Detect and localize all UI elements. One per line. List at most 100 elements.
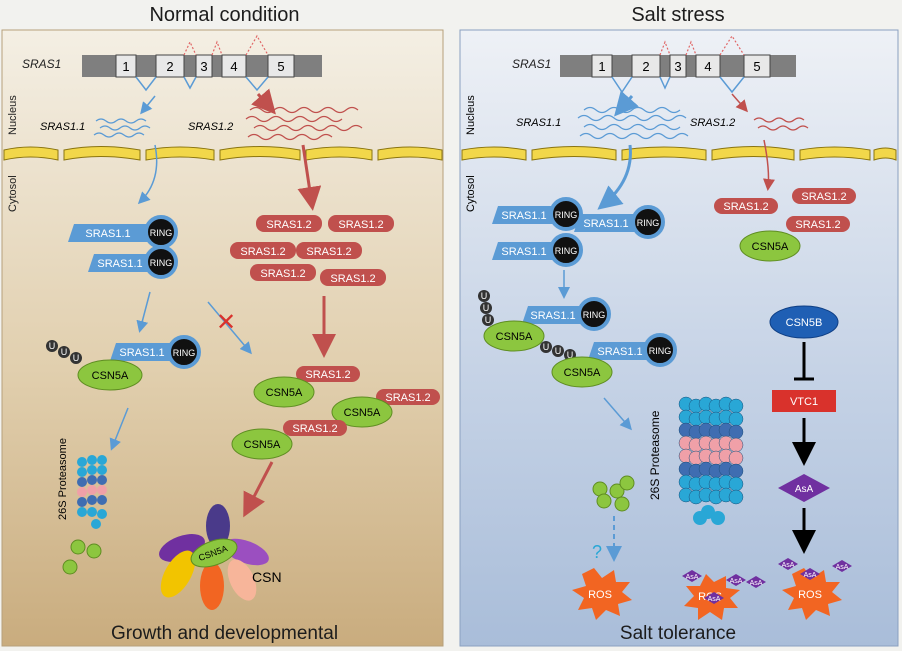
svg-text:CSN5B: CSN5B (786, 317, 823, 329)
svg-text:SRAS1.1: SRAS1.1 (85, 228, 130, 240)
transcript-b-waves (245, 106, 363, 141)
normal-diagram: SRAS1 1 2 3 4 5 Nucleus Cytosol SRAS1.1 … (1, 29, 444, 647)
csn5b-protein: CSN5B (769, 305, 839, 339)
svg-text:AsA: AsA (730, 578, 743, 585)
svg-text:AsA: AsA (782, 562, 795, 569)
svg-text:U: U (567, 350, 574, 360)
normal-condition-panel: SRAS1 1 2 3 4 5 Nucleus Cytosol SRAS1.1 … (0, 0, 449, 651)
blocked-mark: ✕ (216, 309, 236, 336)
exon-2: 2 (642, 59, 649, 74)
svg-text:RING: RING (637, 218, 660, 228)
svg-text:SRAS1.1: SRAS1.1 (501, 210, 546, 222)
exon-5: 5 (277, 59, 284, 74)
proteasome (77, 455, 107, 529)
question-mark: ? (592, 542, 602, 562)
cytosol-label: Cytosol (465, 175, 477, 212)
csn5a-sras1-1-complex: SRAS1.1 RING CSN5A (483, 297, 611, 352)
proteasome-subunit (693, 511, 707, 525)
svg-text:SRAS1.2: SRAS1.2 (338, 219, 383, 231)
cytosol-label: Cytosol (7, 175, 19, 212)
sras1-1-ring-protein: SRAS1.1 RING (88, 245, 178, 279)
svg-text:AsA: AsA (836, 564, 849, 571)
exon-3: 3 (674, 59, 681, 74)
panel-title-normal: Normal condition (149, 4, 300, 26)
svg-text:SRAS1.2: SRAS1.2 (330, 273, 375, 285)
svg-text:AsA: AsA (686, 574, 699, 581)
proteasome-label: 26S Proteasome (57, 438, 69, 520)
ros-burst: ROS (572, 568, 632, 620)
asa-molecule: AsA (778, 474, 830, 502)
peptide-fragments (62, 539, 102, 575)
ubiquitin-chain: U U U (46, 340, 82, 364)
exon-1: 1 (598, 59, 605, 74)
exon-2: 2 (166, 59, 173, 74)
transcript-a-waves (93, 118, 151, 138)
transcript-b-waves (753, 117, 809, 131)
proteasome-subunit (728, 398, 744, 414)
sras1-1-ring-protein: SRAS1.1 RING (492, 233, 583, 267)
svg-text:VTC1: VTC1 (790, 396, 818, 408)
svg-text:AsA: AsA (750, 580, 763, 587)
csn5a-free (739, 230, 801, 262)
svg-text:RING: RING (649, 346, 672, 356)
svg-text:U: U (481, 291, 488, 301)
svg-text:U: U (49, 341, 56, 351)
svg-text:RING: RING (583, 310, 606, 320)
nucleus-label: Nucleus (7, 95, 19, 135)
sras1-1-ring-protein: SRAS1.1 RING (574, 205, 665, 239)
peptide-fragments (592, 475, 635, 512)
svg-text:SRAS1.1: SRAS1.1 (97, 258, 142, 270)
gene-label: SRAS1 (22, 57, 61, 71)
svg-text:SRAS1.1: SRAS1.1 (597, 346, 642, 358)
svg-text:U: U (555, 346, 562, 356)
svg-text:SRAS1.2: SRAS1.2 (266, 219, 311, 231)
svg-text:RING: RING (150, 228, 173, 238)
svg-text:SRAS1.2: SRAS1.2 (385, 392, 430, 404)
svg-text:CSN5A: CSN5A (244, 439, 281, 451)
panel-title-salt: Salt stress (631, 4, 725, 26)
caption-normal: Growth and developmental (110, 623, 339, 644)
exon-4: 4 (230, 59, 237, 74)
svg-text:CSN5A: CSN5A (92, 370, 129, 382)
svg-text:RING: RING (150, 258, 173, 268)
svg-text:SRAS1.2: SRAS1.2 (801, 191, 846, 203)
transcript-b-label: SRAS1.2 (690, 117, 735, 129)
svg-text:SRAS1.1: SRAS1.1 (119, 347, 164, 359)
csn5a-sras1-2-complexes: SRAS1.2 CSN5A SRAS1.2 CSN5A SRAS1.2 CSN5… (231, 366, 440, 460)
svg-text:RING: RING (555, 210, 578, 220)
svg-text:AsA: AsA (804, 572, 817, 579)
svg-text:AsA: AsA (795, 484, 814, 495)
exon-1: 1 (122, 59, 129, 74)
svg-text:SRAS1.2: SRAS1.2 (306, 246, 351, 258)
salt-stress-panel: SRAS1 1 2 3 4 5 Nucleus Cytosol SRAS1.1 … (454, 0, 902, 651)
proteasome-subunit (728, 424, 744, 440)
sras1-1-ring-protein: SRAS1.1 RING (492, 197, 583, 231)
svg-text:CSN5A: CSN5A (266, 387, 303, 399)
svg-text:SRAS1.2: SRAS1.2 (723, 201, 768, 213)
csn-label: CSN (252, 569, 282, 585)
svg-text:SRAS1.1: SRAS1.1 (530, 310, 575, 322)
svg-text:SRAS1.2: SRAS1.2 (292, 423, 337, 435)
proteasome (678, 396, 744, 525)
svg-text:CSN5A: CSN5A (752, 241, 789, 253)
svg-text:U: U (61, 347, 68, 357)
caption-salt: Salt tolerance (619, 623, 737, 644)
transcript-a-label: SRAS1.1 (516, 117, 561, 129)
nuclear-membrane (3, 146, 443, 161)
svg-text:ROS: ROS (588, 589, 612, 601)
csn5a-sras1-1-complex: SRAS1.1 RING CSN5A (77, 335, 201, 391)
exon-boxes (115, 54, 295, 78)
svg-text:SRAS1.2: SRAS1.2 (795, 219, 840, 231)
sras1-2-pool: SRAS1.2 SRAS1.2 SRAS1.2 SRAS1.2 SRAS1.2 … (230, 215, 394, 286)
transcript-b-label: SRAS1.2 (188, 121, 233, 133)
svg-text:RING: RING (555, 246, 578, 256)
ubiquitin-chain: U U U (540, 341, 576, 361)
svg-text:CSN5A: CSN5A (496, 331, 533, 343)
svg-text:CSN5A: CSN5A (344, 407, 381, 419)
salt-diagram: SRAS1 1 2 3 4 5 Nucleus Cytosol SRAS1.1 … (459, 29, 899, 647)
csn5a-sras1-1-complex: SRAS1.1 RING CSN5A (551, 333, 677, 388)
svg-text:U: U (73, 353, 80, 363)
ubiquitin-chain: U U U (478, 290, 494, 326)
svg-text:SRAS1.2: SRAS1.2 (240, 246, 285, 258)
svg-text:SRAS1.1: SRAS1.1 (501, 246, 546, 258)
